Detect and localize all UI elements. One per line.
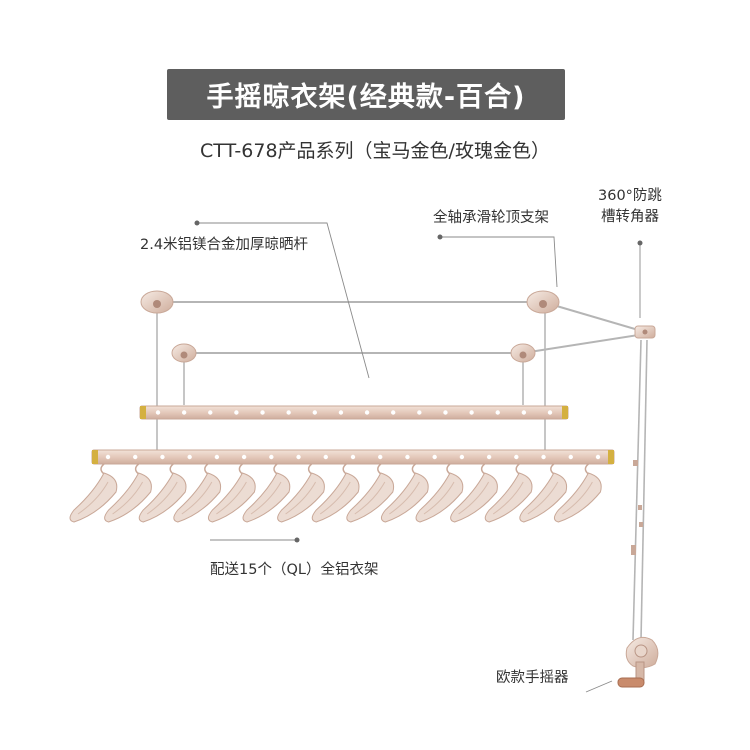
page-title: 手摇晾衣架(经典款-百合) [206,82,526,113]
rod-hole [595,454,601,460]
rod-hole [469,410,474,415]
rod-hole [323,454,328,460]
rod-hole [234,410,239,415]
rod-hole [286,410,291,415]
cable-clips [631,460,643,555]
pulley-bracket-icon [171,343,197,363]
rod-hole [486,454,492,460]
rod-hole [405,454,410,460]
rod-hole [541,454,546,460]
product-series-subtitle: CTT-678产品系列（宝马金色/玫瑰金色） [200,140,550,162]
leader-dots [194,220,643,543]
rod-hole [350,454,356,460]
hanger-set [69,463,602,523]
rod-hole [568,454,573,460]
ceiling-cables [160,301,646,354]
clothes-hanger-icon [207,463,256,523]
label-drying-rod: 2.4米铝镁合金加厚晾晒杆 [140,237,309,253]
rod-hole [155,410,161,415]
clothes-hanger-icon [346,463,395,523]
hand-crank-icon [617,636,659,688]
rod-hole [296,454,301,460]
rod-hole [432,454,437,460]
clothes-hanger-icon [311,463,360,523]
corner-pulley-icon [634,325,656,339]
rod-hole [260,410,265,415]
label-corner-line1: 360°防跳 [598,188,662,204]
clothes-hanger-icon [415,463,464,523]
label-pulley-bracket: 全轴承滑轮顶支架 [433,210,549,226]
rod-hole [364,410,370,415]
rod-hole [241,454,247,460]
lower-drying-rod [91,449,615,465]
rod-hole [133,454,138,460]
pulley-bracket-icon [510,343,536,363]
title-banner: 手摇晾衣架(经典款-百合) [167,69,565,120]
rod-hole [378,454,383,460]
suspension-wires [156,310,546,450]
rod-hole [312,410,317,415]
rod-hole [495,410,500,415]
rod-hole [459,454,465,460]
rod-hole [105,454,111,460]
rod-hole [417,410,422,415]
clothes-hanger-icon [277,463,325,523]
rod-hole [160,454,165,460]
rod-hole [443,410,448,415]
leader-lines [197,222,641,693]
clothes-hanger-icon [138,463,187,523]
clothes-hanger-icon [242,463,291,523]
label-corner-device: 360°防跳 槽转角器 [598,186,662,228]
label-corner-line2: 槽转角器 [600,209,659,225]
crank-cables [632,339,648,641]
clothes-hanger-icon [519,463,568,523]
label-hand-crank: 欧款手摇器 [496,670,569,686]
clothes-hanger-icon [69,463,118,523]
rod-hole [521,410,527,415]
rod-hole [269,454,274,460]
rod-hole [514,454,519,460]
clothes-hanger-icon [380,463,429,523]
clothes-hanger-icon [484,463,533,523]
pulley-bracket-icon [526,290,560,314]
rod-hole [214,454,220,460]
rod-hole [547,410,553,415]
pulley-bracket-icon [140,290,174,314]
clothes-hanger-icon [173,463,222,523]
label-hangers: 配送15个（QL）全铝衣架 [210,562,379,578]
rod-hole [208,410,213,415]
clothes-hanger-icon [553,463,602,523]
upper-drying-rod [139,405,569,420]
rod-hole [338,410,344,415]
rod-hole [391,410,396,415]
rod-hole [181,410,187,415]
clothes-hanger-icon [450,463,498,523]
clothes-hanger-icon [104,463,152,523]
rod-hole [187,454,192,460]
